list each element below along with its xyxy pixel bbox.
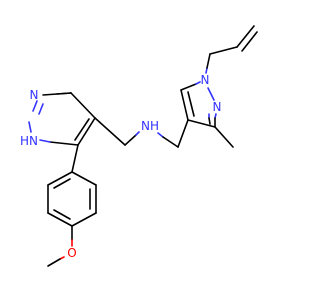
linker-left [94, 117, 140, 146]
bond-ring-6 [47, 171, 73, 186]
atom-n2-right: N [213, 100, 222, 114]
bond-ch2-nh [124, 134, 137, 146]
allyl-group [205, 25, 258, 74]
bond-nh-ch2-right-blue [157, 132, 164, 138]
molecule-structure-diagram: N HN NH N N [20, 25, 258, 267]
bond-c5-nh-blue [39, 139, 51, 143]
right-pyrazole-ring [180, 81, 234, 148]
bond-c5h-n1-blue [195, 81, 201, 85]
atom-n-left-top: N [30, 88, 39, 102]
bond-c5-nh [49, 141, 79, 146]
bond-n1-allyl [206, 53, 211, 69]
bond-n2-c3-double [208, 117, 211, 125]
bond-c3-c4-right [187, 119, 216, 128]
bond-allyl-ch2 [236, 25, 255, 48]
bond-c4-c5-double [74, 118, 90, 141]
atom-nh-left: HN [20, 134, 38, 148]
atom-nh-amine: NH [141, 119, 159, 133]
bond-nh-n [28, 121, 32, 133]
bond-n-top-ch-black [56, 92, 72, 95]
linker-right [157, 119, 189, 148]
bond-n1-n2-double [38, 103, 44, 115]
bond-oxygen-methyl [47, 258, 61, 267]
bond-c4-c5 [77, 117, 96, 146]
methoxyphenyl-group [47, 144, 97, 267]
bond-n1-n2-right [207, 87, 215, 101]
bond-allyl-ch [209, 46, 238, 55]
bond-c5-ipso [71, 144, 79, 173]
left-pyrazole-ring [28, 92, 96, 146]
bond-ring-3 [71, 212, 97, 227]
atom-n1-right: N [201, 73, 210, 87]
bond-c4-ch2 [94, 117, 126, 146]
bond-c4-c5h-right-double [187, 91, 195, 117]
bond-ring-double-b [53, 209, 71, 220]
bond-ring-1 [71, 171, 97, 186]
bond-c5h-n1 [180, 83, 197, 91]
bond-c3-methyl [214, 126, 234, 148]
atom-o-methoxy: O [67, 246, 76, 260]
bond-n1-allyl-blue [205, 67, 208, 74]
bond-c4-c5h-right [180, 89, 189, 121]
bond-ch-c4 [70, 92, 96, 119]
bond-allyl-ch2-double [241, 31, 258, 52]
bond-ring-4 [47, 212, 73, 227]
bond-ch2-nh-blue [135, 131, 140, 136]
bond-n1-n2 [32, 100, 38, 112]
bond-ring-double-c [53, 178, 71, 189]
bond-ch2-c4-right [177, 119, 189, 148]
bond-nh-ch2-right [162, 136, 179, 148]
